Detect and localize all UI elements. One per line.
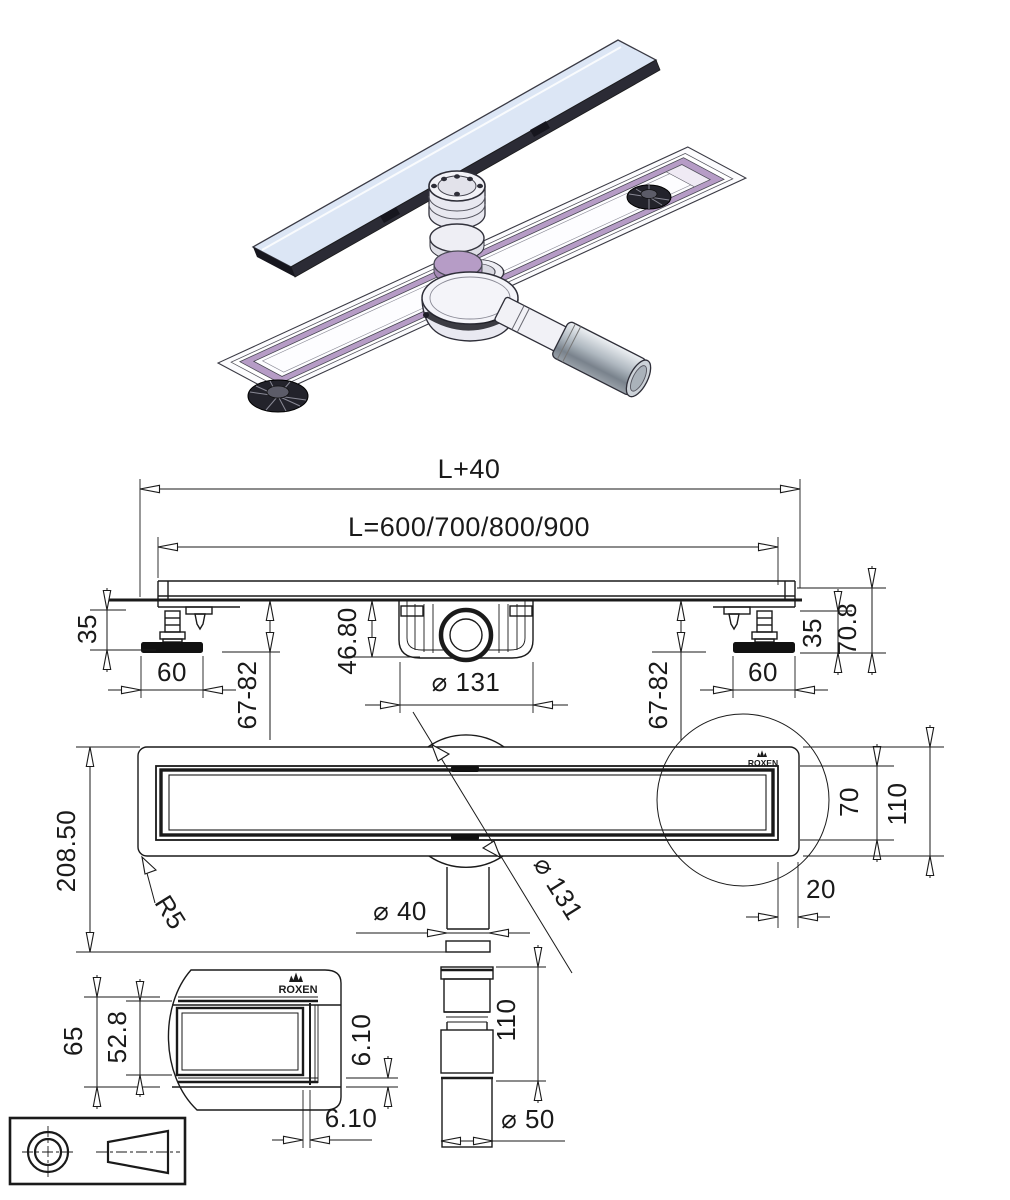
outlet-view: 110 ⌀ 50 [440,945,565,1148]
dim-height-range-right: 67-82 [643,661,673,730]
dim-overall-length: L+40 [438,454,501,484]
dim-foot-height-left: 35 [72,614,102,644]
dim-corner-radius: R5 [149,890,193,935]
dim-height-range-left: 67-82 [232,661,262,730]
dim-channel-depth: 52.8 [102,1011,132,1064]
roxen-logo-detail: ROXEN [278,972,318,996]
dim-lip-height: 6.10 [346,1014,376,1067]
dim-end-offset: 20 [806,874,836,904]
dim-foot-width-left: 60 [157,657,187,687]
roxen-crown-icon [289,972,304,982]
dim-length-options: L=600/700/800/900 [348,512,590,542]
trap-housing [421,271,519,342]
dim-foot-width-right: 60 [748,657,778,687]
front-view: L+40 L=600/700/800/900 35 60 67-82 46.80 [72,454,886,740]
dim-edge-height: 70.8 [832,603,862,656]
dim-trap-height: 110 [491,999,521,1042]
adjustable-foot [626,184,672,210]
dim-grate-width: 70 [834,787,864,817]
dim-end-height: 65 [58,1026,88,1056]
outlet-pipe [494,296,652,398]
foot-assembly-left [141,606,213,653]
siphon-trap [398,601,534,663]
isometric-view [216,39,748,413]
brand-name: ROXEN [278,984,317,996]
projection-symbol [8,1116,187,1186]
dim-pipe-diameter: ⌀ 50 [501,1104,555,1134]
plan-view: ⌀ 131 R5 208.50 ⌀ 40 70 110 20 [51,711,944,974]
dim-total-depth: 208.50 [51,810,81,893]
dim-trap-diameter-plan: ⌀ 131 [528,851,590,925]
foot-assembly-right [723,606,795,653]
roxen-crown-icon [757,750,767,757]
dim-trap-diameter-front: ⌀ 131 [432,667,501,697]
dim-lip-width: 6.10 [325,1103,378,1133]
dim-body-width: 110 [882,783,912,826]
drain-strainer-stack [428,170,486,285]
dim-foot-height-right: 35 [797,618,827,648]
brand-name: ROXEN [748,758,778,768]
dim-outlet-diameter: ⌀ 40 [373,896,427,926]
dim-trap-depth: 46.80 [332,607,362,675]
detail-view: ROXEN 65 52.8 6.10 6.10 [58,969,398,1148]
adjustable-foot [247,379,309,413]
roxen-logo-plan: ROXEN [748,750,778,768]
